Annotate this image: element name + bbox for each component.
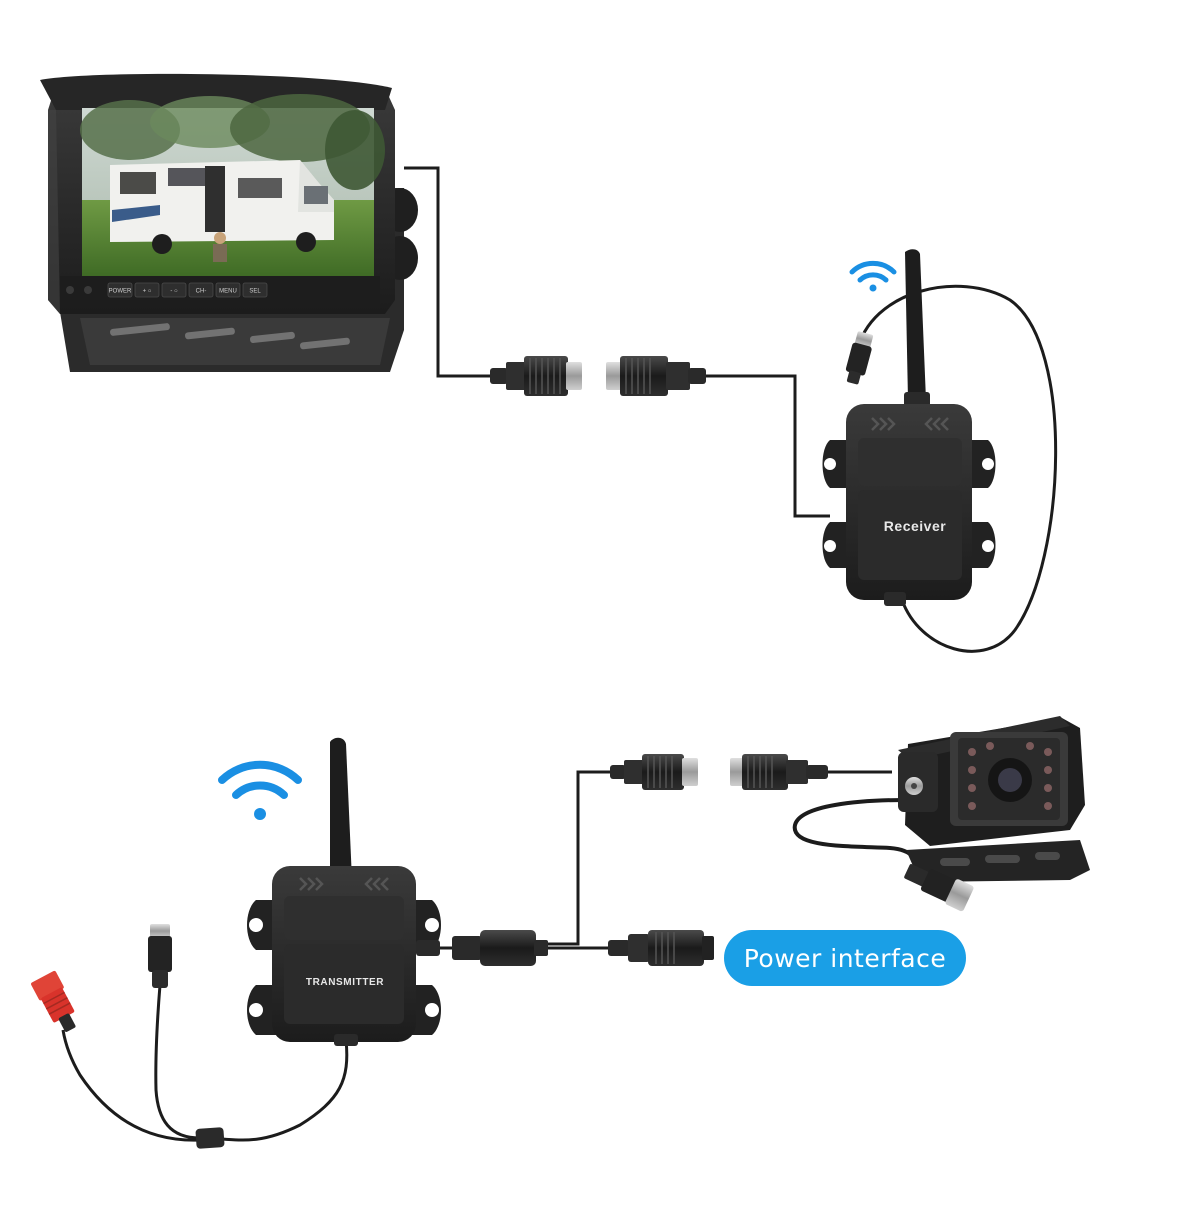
camera-cable-connector (904, 864, 974, 912)
camera-connector-right (730, 754, 828, 790)
transmitter-label: TRANSMITTER (305, 977, 385, 988)
monitor-cable (404, 166, 496, 378)
transmitter-y-cable-b (61, 1029, 201, 1142)
receiver-antenna (905, 249, 926, 400)
camera-ir-leds (968, 742, 1052, 810)
receiver-pigtail-connector (845, 331, 874, 385)
monitor-buttons: POWER + ○ - ○ CH- MENU SEL (107, 282, 268, 298)
transmitter-split-connector (452, 930, 548, 966)
monitor: POWER + ○ - ○ CH- MENU SEL (40, 73, 418, 372)
power-interface-callout: Power interface (724, 930, 966, 986)
top-connector-left (490, 356, 582, 396)
monitor-button (188, 282, 214, 298)
camera-connector-pair (610, 754, 828, 790)
monitor-button-label: + ○ (143, 289, 152, 295)
monitor-indicator (66, 286, 74, 294)
monitor-button (107, 282, 133, 298)
monitor-button-label: MENU (219, 289, 237, 295)
transmitter-video-cable (548, 770, 614, 946)
screen-scene (80, 94, 385, 276)
camera-loop-cable (792, 798, 918, 873)
transmitter-y-cable-a (154, 984, 201, 1140)
power-connector (608, 930, 714, 966)
top-connector-pair (490, 356, 706, 396)
receiver-input-cable (705, 374, 830, 518)
cables (61, 166, 1058, 1142)
monitor-button (215, 282, 241, 298)
transmitter (247, 737, 455, 1046)
monitor-button (161, 282, 187, 298)
wifi-icon (849, 260, 897, 292)
monitor-button-label: - ○ (170, 289, 178, 295)
transmitter-chevrons (299, 877, 389, 891)
monitor-button (242, 282, 268, 298)
receiver-chevrons (871, 417, 949, 431)
receiver-loop-cable (855, 284, 1058, 653)
monitor-button-label: POWER (109, 289, 132, 295)
aviation-input-connector (148, 924, 172, 988)
camera (898, 716, 1090, 912)
receiver (822, 249, 996, 606)
y-cable-splitter (195, 1127, 225, 1149)
receiver-label: Receiver (883, 518, 947, 534)
monitor-button-label: SEL (249, 289, 261, 295)
red-dc-connector (31, 970, 76, 1032)
monitor-button (134, 282, 160, 298)
transmitter-antenna (330, 737, 352, 880)
monitor-button-label: CH- (196, 289, 207, 295)
top-connector-right (606, 356, 706, 396)
camera-connector-left (610, 754, 698, 790)
wifi-icon (218, 760, 302, 820)
transmitter-bottom-cable (209, 1039, 349, 1142)
